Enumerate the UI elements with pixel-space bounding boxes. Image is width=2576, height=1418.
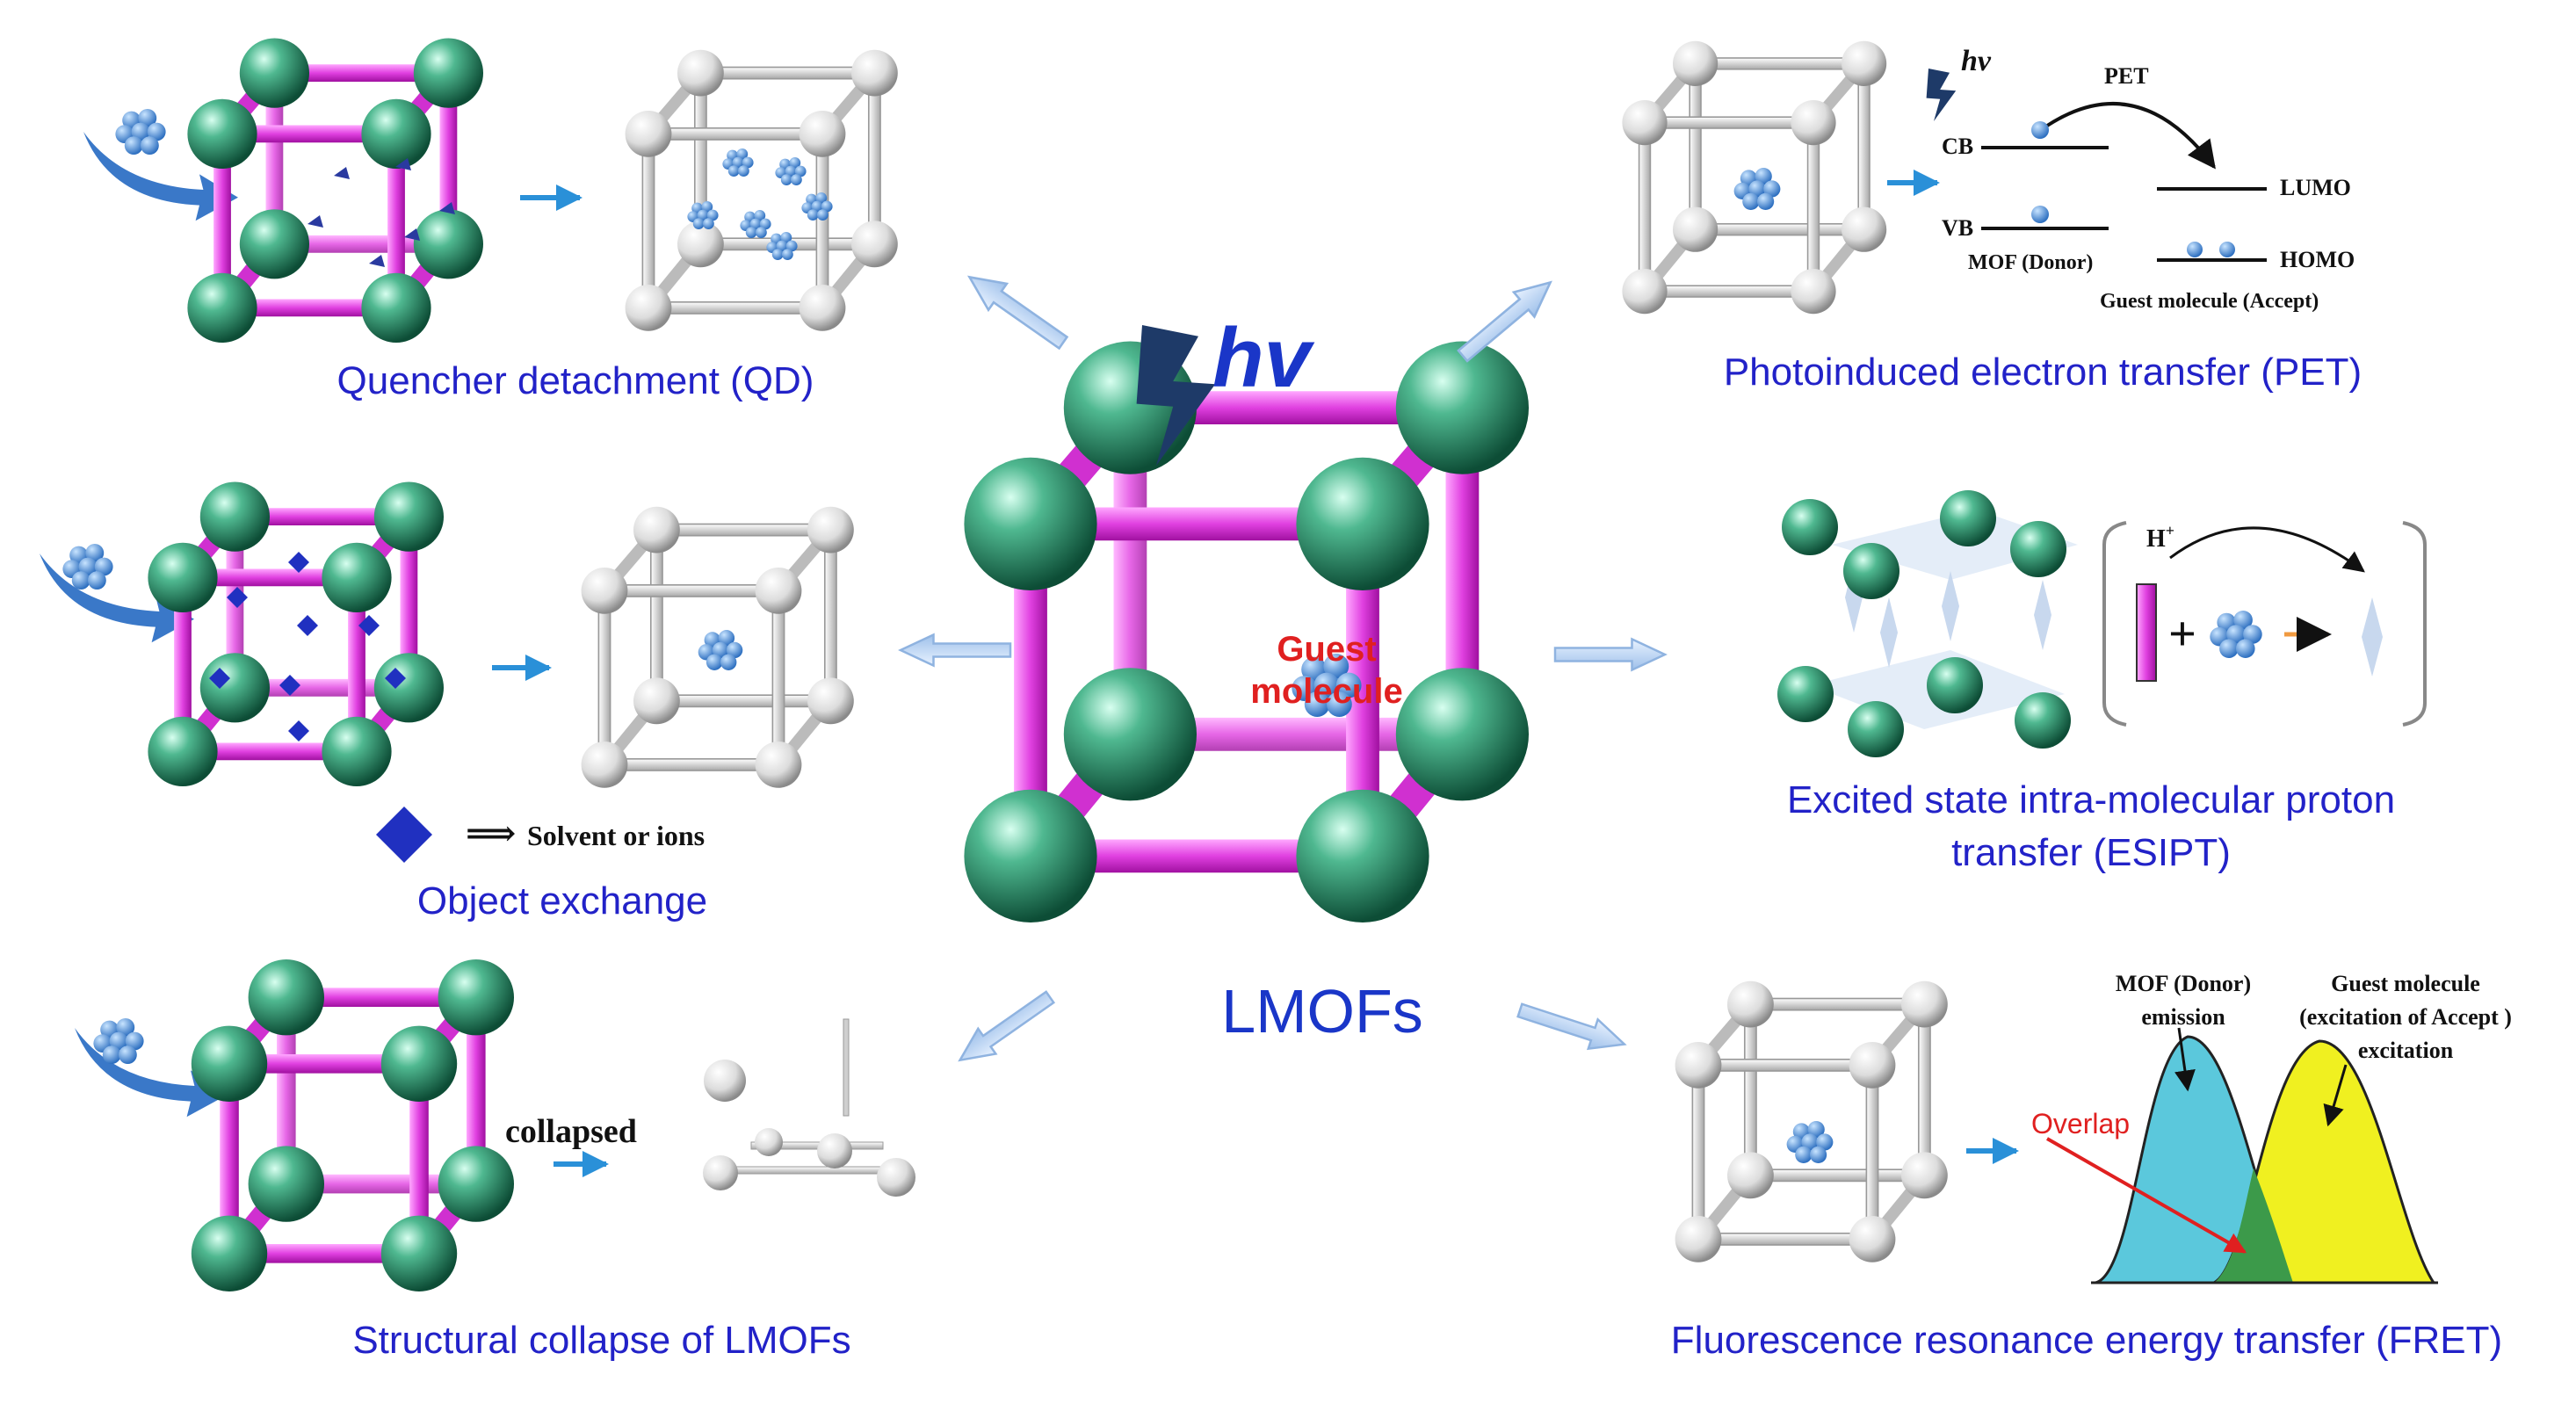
homo-label: HOMO [2280,247,2355,272]
proton-label: H+ [2146,522,2174,553]
fret-grey-cube [1675,981,1948,1262]
panel-structural-collapse: collapsed Structural collapse of LMOFs [75,959,915,1362]
spectral-overlap-plot: Overlap [2031,1027,2438,1284]
bracket-right [2402,521,2427,727]
solvent-ion-icons [209,552,406,742]
cb-label: CB [1942,134,1973,159]
donor-label: MOF (Donor) [1968,251,2093,274]
guest-molecule-icon [1786,1121,1834,1163]
overlap-label: Overlap [2031,1108,2130,1139]
panel-pet: hv PET CB VB LUMO HOMO MOF (Donor) Guest… [1622,41,2362,394]
cb-electron [2031,121,2049,139]
lumo-label: LUMO [2280,175,2351,200]
vb-electron [2031,206,2049,223]
esipt-framework [1777,490,2078,757]
qd-caption: Quencher detachment (QD) [337,359,814,402]
lightning-bolt-icon [1926,69,1957,121]
plus-sign: + [2168,607,2196,662]
qd-grey-cube [626,50,898,331]
arrow-to-collapse [950,983,1060,1074]
guest-molecule-icon [62,544,113,590]
guest-molecule-icon [698,630,743,670]
guest-molecule-icon [115,109,166,155]
pet-caption: Photoinduced electron transfer (PET) [1724,351,2362,394]
hv-label: hv [1212,311,1315,405]
guest-label-line2: molecule [1250,672,1402,711]
product-diamond-icon [2362,597,2383,676]
vb-label: VB [1942,215,1973,241]
collapse-colored-cube [192,959,514,1291]
fret-acceptor-line2: (excitation of Accept ) [2299,1004,2512,1030]
homo-electron [2219,242,2235,257]
collapsed-label: collapsed [505,1113,637,1150]
pet-label: PET [2104,63,2149,89]
central-lmof-cube: Guest molecule hv LMOFs [964,311,1529,1045]
panel-fret: Overlap MOF (Donor) emission Guest molec… [1671,971,2512,1362]
donor-pointer [2174,1027,2196,1092]
arrow-to-pet [1451,269,1562,370]
proton-transfer-arrow [2169,526,2365,573]
panel-esipt: H+ + Excited state intra-molecular proto… [1777,490,2427,874]
ligand-strut-icon [2136,583,2157,682]
fret-acceptor-line3: excitation [2358,1038,2454,1063]
legend-arrow: ⟹ [466,814,516,853]
collapse-caption: Structural collapse of LMOFs [352,1319,850,1362]
arrow-to-fret [1514,995,1631,1060]
guest-molecule-icon [1733,168,1781,210]
esipt-caption-line1: Excited state intra-molecular proton [1787,778,2395,821]
fret-donor-line2: emission [2141,1004,2225,1030]
collapsed-fragments [703,1018,915,1197]
bracket-left [2102,521,2127,727]
guest-molecule-icon [2210,611,2262,658]
panel-quencher-detachment: Quencher detachment (QD) [83,39,898,402]
arrow-to-qd [959,263,1074,358]
overlap-region [2214,1168,2293,1283]
pet-transfer-arrow [2037,102,2216,170]
fret-acceptor-line1: Guest molecule [2331,971,2480,996]
qd-colored-cube [187,39,483,344]
arrow-to-esipt [1553,638,1667,671]
esipt-caption-line2: transfer (ESIPT) [1951,831,2231,874]
lmofs-title: LMOFs [1221,977,1422,1045]
acceptor-pointer [2323,1064,2348,1127]
fret-caption: Fluorescence resonance energy transfer (… [1671,1319,2502,1362]
legend-diamond-icon [376,807,432,863]
homo-electron [2187,242,2203,257]
pet-hv-label: hv [1961,45,1992,77]
panel-object-exchange: ⟹ Solvent or ions Object exchange [40,482,854,922]
arrow-to-object-exchange [899,633,1012,667]
legend-solvent-ions: Solvent or ions [527,820,705,851]
object-exchange-caption: Object exchange [417,879,707,922]
quencher-icons [308,158,455,267]
fret-donor-line1: MOF (Donor) [2116,971,2251,996]
oe-colored-cube [148,482,444,787]
guest-label-line1: Guest [1277,630,1376,669]
overlap-arrow [2046,1137,2247,1254]
acceptor-label: Guest molecule (Accept) [2100,290,2319,313]
